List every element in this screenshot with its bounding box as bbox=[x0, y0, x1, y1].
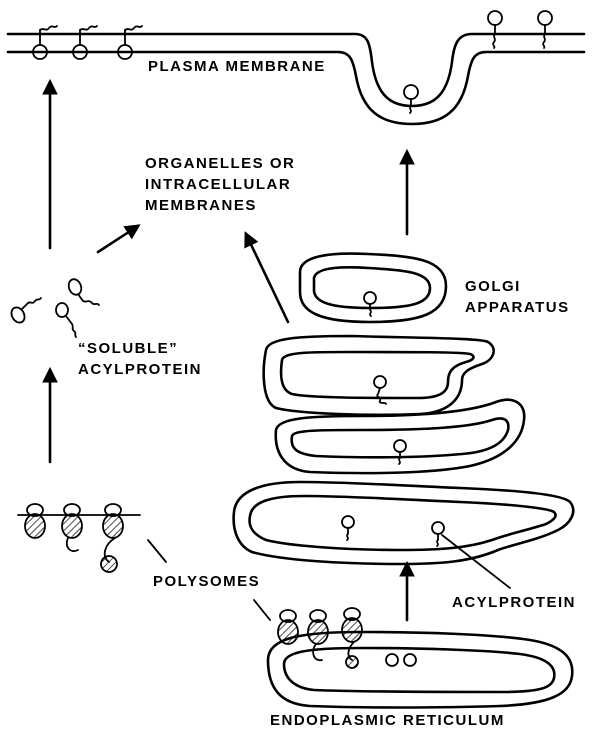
soluble-label-line1: “SOLUBLE” bbox=[78, 340, 178, 358]
soluble-acylprotein-icons bbox=[9, 277, 99, 337]
endoplasmic-reticulum-label: ENDOPLASMIC RETICULUM bbox=[270, 712, 505, 730]
acylprotein-label: ACYLPROTEIN bbox=[452, 594, 576, 612]
organelles-label-line1: ORGANELLES OR bbox=[145, 155, 295, 173]
free-polysomes bbox=[18, 504, 140, 572]
golgi-label-line2: APPARATUS bbox=[465, 299, 570, 317]
organelles-label-line3: MEMBRANES bbox=[145, 197, 257, 215]
plasma-membrane-label: PLASMA MEMBRANE bbox=[148, 58, 326, 76]
arrow-soluble-to-organelles bbox=[98, 226, 138, 252]
soluble-label-line2: ACYLPROTEIN bbox=[78, 361, 202, 379]
organelles-label-line2: INTRACELLULAR bbox=[145, 176, 291, 194]
polysomes-label: POLYSOMES bbox=[153, 573, 260, 591]
plasma-membrane bbox=[8, 34, 584, 124]
golgi-label-line1: GOLGI bbox=[465, 278, 521, 296]
er-bound-polysomes bbox=[278, 608, 362, 668]
arrow-golgi-to-organelles bbox=[246, 234, 288, 322]
golgi-acylprotein-icons bbox=[342, 292, 444, 546]
